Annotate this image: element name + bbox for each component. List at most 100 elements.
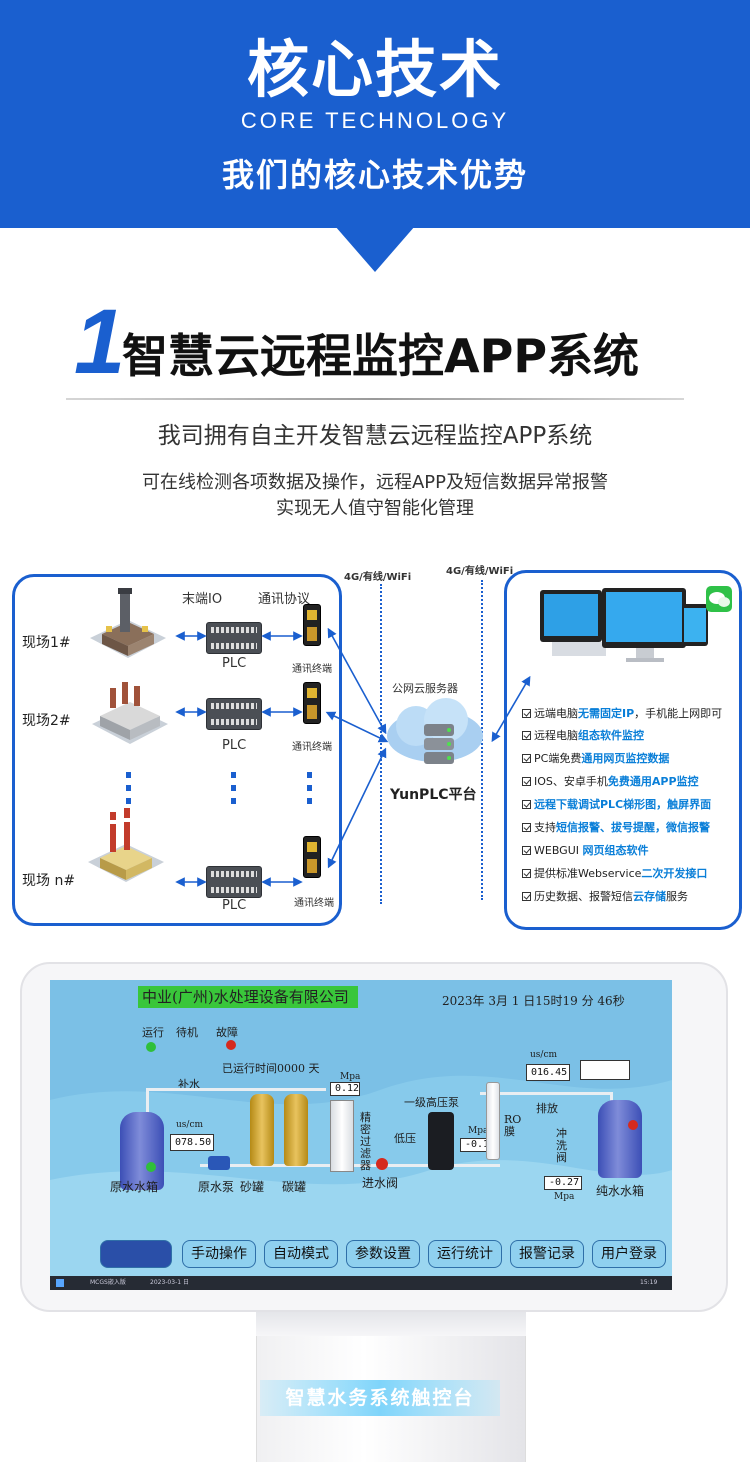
nav-home-button[interactable] (100, 1240, 172, 1268)
inlet-valve-label: 进水阀 (362, 1176, 399, 1190)
feature-text-hl: 云存储 (633, 890, 666, 903)
raw-tank-label: 原水水箱 (110, 1180, 159, 1194)
blank-display-box (580, 1060, 630, 1080)
feature-text-post: ，手机能上网即可 (634, 707, 723, 720)
plc-label-n: PLC (222, 898, 247, 913)
nav-alarm-button[interactable]: 报警记录 (510, 1240, 584, 1268)
plc-label-2: PLC (222, 738, 247, 753)
plc-ellipsis (231, 772, 237, 811)
network-label-1: 4G/有线/WiFi (344, 572, 412, 583)
site-label-1: 现场1# (22, 635, 71, 651)
site-label-2: 现场2# (22, 713, 71, 729)
pure-water-tank (598, 1100, 642, 1178)
refill-label: 补水 (178, 1078, 200, 1091)
feature-item: 远端电脑无需固定IP，手机能上网即可 (522, 706, 722, 722)
plc-device-1 (206, 622, 262, 654)
checkbox-icon (522, 892, 531, 901)
carbon-tank-label: 碳罐 (282, 1180, 307, 1194)
platform-label: YunPLC平台 (390, 787, 477, 803)
inlet-valve-icon[interactable] (376, 1158, 388, 1170)
high-pressure-pump-icon (428, 1112, 454, 1170)
pipe (146, 1088, 326, 1091)
checkbox-icon (522, 731, 531, 740)
nav-login-button[interactable]: 用户登录 (592, 1240, 666, 1268)
column-protocol-label: 通讯协议 (258, 592, 311, 607)
feature-item: PC端免费通用网页监控数据 (522, 751, 669, 767)
checkbox-icon (522, 869, 531, 878)
terminal-device-n (303, 836, 321, 878)
conductivity-unit-2: us/cm (530, 1050, 558, 1060)
section-divider (66, 398, 684, 400)
feature-item: IOS、安卓手机免费通用APP监控 (522, 774, 699, 790)
site-label-n: 现场 n# (22, 873, 76, 889)
feature-item: 远程下载调试PLC梯形图，触屏界面 (522, 797, 711, 813)
banner-arrow (335, 226, 415, 272)
feature-text-hl: 短信报警、拔号提醒，微信报警 (556, 821, 710, 834)
header-banner (0, 0, 750, 228)
cloud-server-icon (387, 698, 483, 764)
checkbox-icon (522, 754, 531, 763)
checkbox-icon (522, 846, 531, 855)
terminal-device-2 (303, 682, 321, 724)
feature-item: 支持短信报警、拔号提醒，微信报警 (522, 820, 710, 836)
section-desc-2: 可在线检测各项数据及操作，远程APP及短信数据异常报警 (141, 472, 609, 493)
drain-label: 排放 (536, 1102, 558, 1115)
terminal-device-1 (303, 604, 321, 646)
taskbar-clock: 15:19 (640, 1279, 658, 1286)
site-ellipsis (126, 772, 132, 811)
company-title: 中业(广州)水处理设备有限公司 (138, 986, 358, 1008)
taskbar-date: 2023-03-1 日 (150, 1279, 189, 1286)
nav-stats-button[interactable]: 运行统计 (428, 1240, 502, 1268)
banner-subtitle-en: CORE TECHNOLOGY (240, 108, 510, 133)
windows-start-icon[interactable] (56, 1279, 64, 1287)
feature-item: WEBGUI 网页组态软件 (522, 843, 649, 859)
taskbar-app[interactable]: MCGS嵌入版 (90, 1279, 126, 1286)
precision-filter-label: 精密过滤器 (360, 1111, 371, 1172)
raw-tank-level-led (146, 1162, 156, 1172)
feature-text-hl: 通用网页监控数据 (581, 752, 670, 765)
windows-taskbar: MCGS嵌入版 2023-03-1 日 15:19 (50, 1276, 672, 1290)
ro-membrane-label: RO膜 (504, 1113, 522, 1138)
terminal-label-2: 通讯终端 (292, 742, 332, 753)
feature-text-hl: 二次开发接口 (641, 867, 708, 880)
flush-valve-label: 冲洗阀 (556, 1127, 567, 1164)
nav-auto-button[interactable]: 自动模式 (264, 1240, 338, 1268)
banner-subtitle: 我们的核心技术优势 (221, 156, 528, 194)
checkbox-icon (522, 800, 531, 809)
feature-text-hl: 组态软件监控 (578, 729, 644, 742)
factory-1-icon (90, 588, 166, 658)
plc-label-1: PLC (222, 656, 247, 671)
sand-tank-label: 砂罐 (240, 1180, 265, 1194)
status-run-label: 运行 (142, 1026, 164, 1039)
pure-tank-level-led (628, 1120, 638, 1130)
section-title: 智慧云远程监控APP系统 (122, 329, 640, 383)
terminal-label-1: 通讯终端 (292, 664, 332, 675)
pipe (146, 1088, 149, 1118)
factory-2-icon (92, 682, 168, 744)
pure-conductivity-value: 016.45 (526, 1064, 570, 1081)
pure-tank-label: 纯水水箱 (596, 1184, 645, 1198)
column-io-label: 末端IO (182, 592, 223, 607)
terminal-label-n: 通讯终端 (294, 898, 334, 909)
high-pressure-pump-label: 一级高压泵 (404, 1096, 459, 1109)
nav-manual-button[interactable]: 手动操作 (182, 1240, 256, 1268)
sand-filter-tank (250, 1094, 274, 1166)
network-divider-1 (380, 584, 382, 904)
feature-text-hl: 免费通用APP监控 (607, 775, 699, 788)
feature-text-hl: 网页组态软件 (582, 844, 649, 857)
runtime-display: 已运行时间0000 天 (222, 1062, 320, 1075)
status-fault-label: 故障 (216, 1026, 238, 1039)
checkbox-icon (522, 709, 531, 718)
plc-device-n (206, 866, 262, 898)
low-pressure-label: 低压 (394, 1132, 416, 1145)
nav-settings-button[interactable]: 参数设置 (346, 1240, 420, 1268)
scada-screen: 中业(广州)水处理设备有限公司 2023年 3月 1 日15时19 分 46秒 … (50, 980, 672, 1290)
pipe (480, 1092, 610, 1095)
status-standby-label: 待机 (176, 1026, 198, 1039)
feature-text-pre: 提供标准Webservice (534, 867, 642, 880)
terminal-ellipsis (307, 772, 313, 811)
factory-n-icon (88, 808, 164, 882)
status-fault-led (226, 1040, 236, 1050)
feature-text-pre: WEBGUI (534, 844, 583, 857)
status-run-led (146, 1042, 156, 1052)
